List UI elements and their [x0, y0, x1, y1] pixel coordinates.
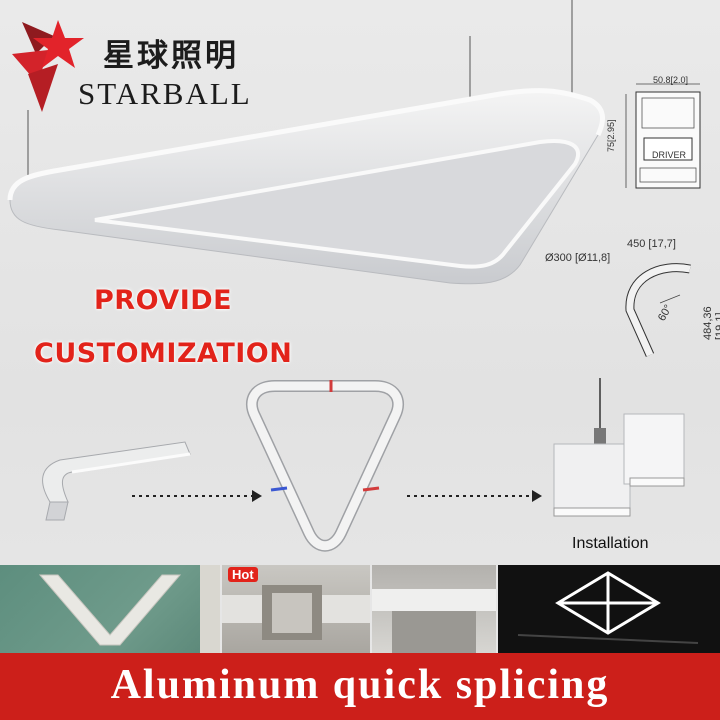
profile-height-label: 75[2.95]: [606, 119, 616, 152]
profile-cutaway: [222, 585, 370, 640]
arrow-right-icon: [407, 490, 542, 502]
bent-segment-illustration: [42, 441, 191, 521]
promo-line-customization: CUSTOMIZATION: [34, 338, 293, 369]
bottom-banner: Aluminum quick splicing: [0, 653, 720, 720]
length-dimension-label: 450 [17,7]: [627, 238, 676, 250]
installation-label: Installation: [572, 535, 649, 552]
profile-section-drawing: [625, 83, 701, 189]
promo-line-provide: PROVIDE: [94, 285, 233, 316]
banner-text: Aluminum quick splicing: [110, 662, 610, 708]
triangle-pendant-light: [7, 88, 605, 285]
corner-module-drawing: [625, 263, 691, 357]
photo-connector: [372, 565, 496, 653]
photo-profile-detail: Hot: [222, 565, 370, 653]
triangle-splice-diagram: [245, 380, 405, 552]
installation-illustration: [553, 378, 685, 517]
starball-logo-icon: [12, 20, 84, 112]
photo-installed-ceiling: [498, 565, 720, 653]
photo-v-profile: [0, 565, 220, 653]
driver-label: DRIVER: [652, 150, 687, 160]
connector-closeup: [372, 589, 496, 653]
arrow-right-icon: [132, 490, 262, 502]
ceiling-hexagon-lights: [517, 571, 699, 644]
hot-badge: Hot: [228, 567, 258, 582]
brand-name-chinese: 星球照明: [103, 38, 239, 74]
v-profile-sample: [38, 565, 220, 653]
profile-width-label: 50.8[2.0]: [653, 75, 689, 85]
brand-name-english: STARBALL: [78, 76, 252, 111]
height-dimension-label: 484,36 [19,1]: [702, 306, 720, 340]
radius-dimension-label: Ø300 [Ø11,8]: [545, 252, 611, 264]
